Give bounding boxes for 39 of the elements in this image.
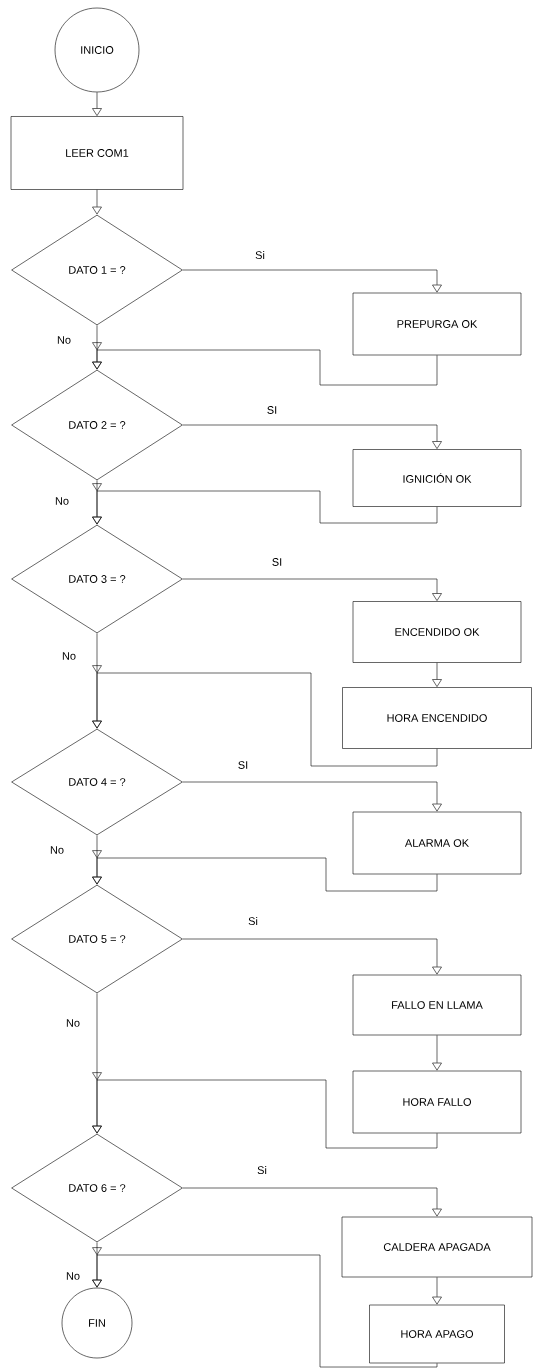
arrow [92, 483, 438, 525]
arrow [182, 424, 442, 449]
arrow [432, 662, 442, 687]
edge-label: No [48, 845, 66, 855]
process-box: ENCENDIDO OK [352, 601, 522, 663]
edge-label: No [64, 1018, 82, 1028]
arrow [92, 342, 438, 386]
arrow [182, 1187, 442, 1217]
process-box: ALARMA OK [352, 811, 522, 875]
edge-label: Si [254, 249, 266, 261]
edge-label: No [53, 496, 71, 506]
edge-label: No [60, 651, 78, 661]
process-box: IGNICIÓN OK [352, 449, 522, 507]
process-box: HORA ENCENDIDO [342, 687, 532, 749]
process-box: FALLO EN LLAMA [352, 974, 522, 1036]
edge-label: Si [256, 1164, 268, 1176]
arrow [92, 1072, 438, 1149]
edge-label: No [55, 335, 73, 345]
arrow [92, 850, 438, 892]
process-box: HORA APAGO [369, 1304, 505, 1364]
arrow [92, 189, 102, 215]
edge-label: SI [236, 760, 250, 770]
arrow [182, 781, 442, 812]
arrow [432, 1035, 442, 1071]
process-box: LEER COM1 [10, 116, 184, 190]
arrow [432, 1277, 442, 1305]
arrow [92, 1247, 438, 1368]
arrow [182, 269, 442, 293]
edge-label: SI [265, 405, 279, 415]
process-box: PREPURGA OK [352, 292, 522, 356]
edge-label: Si [247, 915, 259, 927]
arrow [182, 578, 442, 601]
arrow [182, 938, 442, 975]
process-box: HORA FALLO [352, 1070, 522, 1134]
edge-label: SI [270, 557, 284, 567]
process-box: CALDERA APAGADA [341, 1216, 533, 1278]
edge-label: No [64, 1271, 82, 1281]
arrow [92, 92, 102, 116]
arrow [92, 665, 438, 767]
